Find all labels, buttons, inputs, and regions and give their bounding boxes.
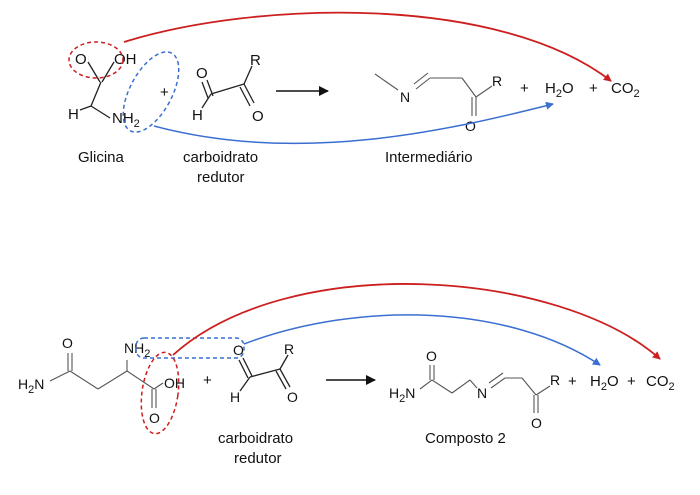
intermediate-structure: N R O (374, 72, 502, 134)
carboxyl-oh-atom: OH (164, 375, 185, 391)
amine-highlight (122, 51, 180, 133)
amine-highlight (135, 337, 245, 359)
asparagine-structure: O H2N NH2 OH O (18, 335, 185, 426)
amide-n-bond (419, 379, 433, 390)
carboxyl-oh-bond (153, 382, 164, 390)
imine-double (413, 72, 429, 85)
imine-n-atom: N (400, 89, 410, 105)
aldehyde-h-bond (239, 376, 251, 392)
alpha-h-atom: H (68, 106, 79, 123)
alpha-h-bond (79, 105, 92, 111)
carboxyl-o-atom: O (75, 51, 87, 68)
carboxyl-oh-atom: OH (114, 51, 137, 68)
r-group: R (250, 52, 261, 69)
intermediate-r-group: R (492, 73, 502, 89)
carboxyl-o-atom: O (149, 410, 160, 426)
aldehyde-h-bond (201, 93, 212, 109)
carboxyl-highlight (68, 41, 124, 79)
co2-release-arrow (172, 283, 661, 360)
r-bond (279, 354, 289, 370)
intermediate-o-atom: O (465, 118, 476, 134)
glycine-structure: O OH H NH2 (68, 51, 140, 130)
aldehyde-o-atom: O (196, 65, 208, 82)
cc-bond (210, 83, 245, 95)
amide-o-atom: O (62, 335, 73, 351)
amino-group: NH2 (112, 110, 140, 130)
ketone-o-atom: O (252, 108, 264, 125)
r-bond (535, 385, 551, 396)
amide-o-atom: O (426, 348, 437, 364)
water-release-arrow (153, 101, 554, 145)
intermediate-label: Intermediário (385, 149, 473, 166)
imine-n-atom: N (477, 385, 487, 401)
alpha-bond (97, 370, 128, 390)
aldehyde-co-bond (242, 357, 253, 377)
ch2-bond (69, 370, 99, 390)
plus-sign: + (568, 373, 577, 390)
aldehyde-h-atom: H (230, 389, 240, 405)
aldehyde-co-double (201, 81, 209, 99)
plus-sign: + (589, 80, 598, 97)
carboxyl-highlight (140, 351, 180, 435)
carboxyl-coh-bond (101, 61, 115, 83)
carbohydrate-structure: O H R O (192, 52, 264, 125)
plus-sign: + (203, 372, 212, 389)
carbohydrate-label-line2: redutor (197, 169, 245, 186)
amide-n-bond (49, 370, 71, 382)
water-formula: H2O (590, 373, 619, 393)
methyl-bond (374, 73, 399, 91)
plus-sign: + (160, 84, 169, 101)
amide-h2n-group: H2N (18, 376, 44, 396)
co2-release-arrow (123, 11, 612, 82)
imine-bond (415, 77, 431, 90)
chain-bond-2 (451, 379, 471, 394)
chain-bond-1 (431, 379, 453, 394)
aldehyde-co-double (238, 359, 249, 379)
water-formula: H2O (545, 80, 574, 100)
chain-n-bond (469, 379, 478, 389)
carbohydrate-label-line2: redutor (234, 450, 282, 467)
composto-2-structure: O H2N N R O (389, 348, 560, 431)
co2-formula: CO2 (611, 80, 640, 100)
cc-bond (249, 368, 281, 378)
alpha-carbon-bond (90, 81, 102, 107)
ketone-double (239, 86, 251, 107)
water-release-arrow (243, 314, 601, 366)
composto-o-atom: O (531, 415, 542, 431)
aldehyde-h-atom: H (192, 107, 203, 124)
ketone-bond (243, 83, 255, 104)
amino-group: NH2 (124, 340, 150, 360)
plus-sign: + (627, 373, 636, 390)
r-group: R (284, 341, 294, 357)
imine-bond (490, 377, 506, 389)
carbohydrate-label-line1: carboidrato (183, 149, 258, 166)
r-bond (243, 65, 253, 85)
r-bond (475, 85, 493, 98)
carboxyl-bond (126, 370, 155, 390)
carboxyl-co-bond (87, 61, 101, 83)
ketone-double (275, 370, 287, 390)
glycine-reaction: O OH H NH2 + O H R O (68, 11, 640, 186)
co2-formula: CO2 (646, 373, 675, 393)
ketone-o-atom: O (287, 389, 298, 405)
carbohydrate-label-line1: carboidrato (218, 430, 293, 447)
carbonyl-bond (521, 377, 537, 396)
glycine-label: Glicina (78, 149, 125, 166)
plus-sign: + (520, 80, 529, 97)
ketone-bond (279, 368, 291, 388)
composto-2-label: Composto 2 (425, 430, 506, 447)
imine-double (488, 372, 504, 384)
asparagine-reaction: O H2N NH2 OH O + O H R (18, 283, 675, 467)
alpha-n-bond (90, 105, 111, 119)
amide-h2n-group: H2N (389, 385, 415, 405)
composto-r-group: R (550, 372, 560, 388)
carbohydrate-structure: O H R O (230, 341, 298, 405)
aldehyde-o-atom: O (233, 342, 244, 358)
carbonyl-bond (461, 77, 477, 98)
